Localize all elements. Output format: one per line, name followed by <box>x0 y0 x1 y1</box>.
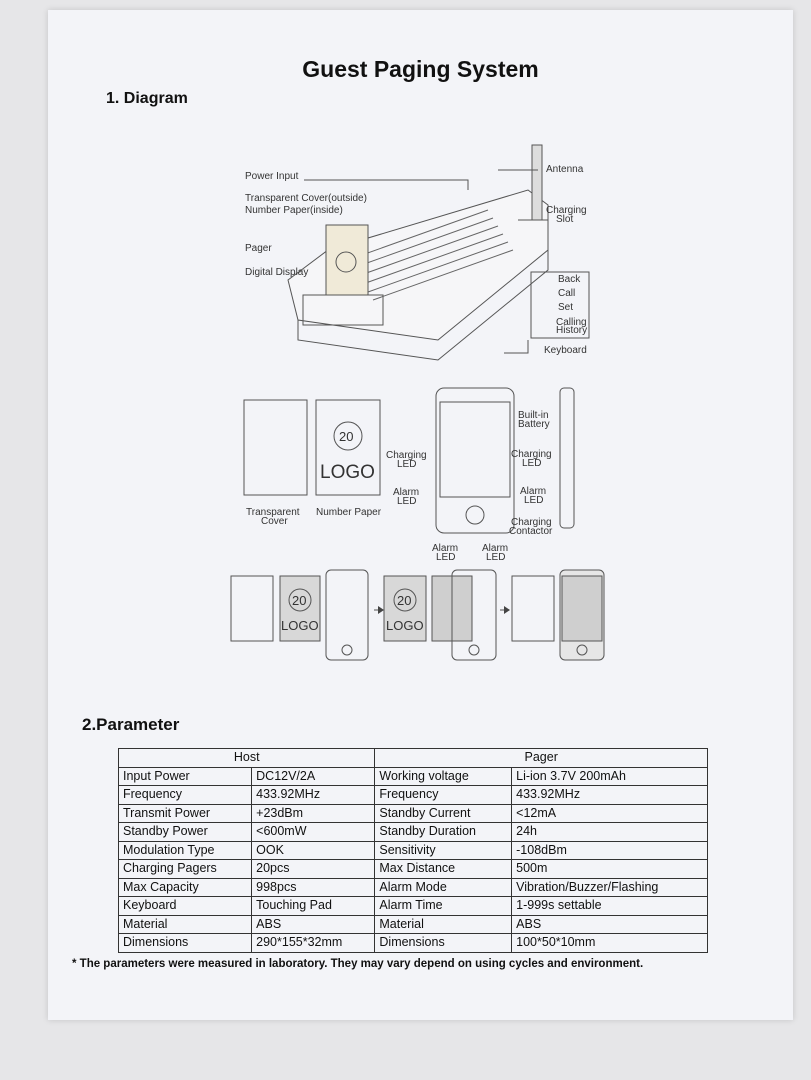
table-cell: Standby Duration <box>374 822 513 842</box>
table-cell: Material <box>117 914 253 934</box>
table-cell: 20pcs <box>251 859 376 879</box>
assembly-logo-2: LOGO <box>386 618 424 633</box>
table-cell: <600mW <box>251 822 376 842</box>
power-input-label: Power Input <box>245 171 299 182</box>
number-paper-inside-label: Number Paper(inside) <box>245 205 343 216</box>
table-cell: Modulation Type <box>117 840 253 860</box>
calling-history-label-2: History <box>556 325 587 336</box>
manual-page: Guest Paging System 1. Diagram <box>48 10 793 1020</box>
calling-history-label-1: Calling <box>556 317 587 328</box>
table-cell: Working voltage <box>374 766 513 786</box>
table-cell: Alarm Mode <box>374 877 513 897</box>
charging-led-right-2: LED <box>522 458 541 469</box>
table-cell: Frequency <box>117 785 253 805</box>
table-cell: <12mA <box>511 803 708 823</box>
table-cell: 433.92MHz <box>251 785 376 805</box>
assembly-logo-1: LOGO <box>281 618 319 633</box>
table-cell: Max Distance <box>374 859 513 879</box>
table-cell: Dimensions <box>117 933 253 953</box>
page-title: Guest Paging System <box>302 56 539 82</box>
alarm-led-bottom-3: Alarm <box>482 543 508 554</box>
table-cell: Transmit Power <box>117 803 253 823</box>
cover-outside-label: Transparent Cover(outside) <box>245 193 367 204</box>
alarm-led-left-1: Alarm <box>393 487 419 498</box>
assembly-number-2: 20 <box>397 593 411 608</box>
number-paper-label: Number Paper <box>316 507 382 518</box>
table-cell: Li-ion 3.7V 200mAh <box>511 766 708 786</box>
alarm-led-bottom-1: Alarm <box>432 543 458 554</box>
table-cell: Vibration/Buzzer/Flashing <box>511 877 708 897</box>
table-cell: 433.92MHz <box>511 785 708 805</box>
table-cell: 100*50*10mm <box>511 933 708 953</box>
table-cell: Sensitivity <box>374 840 513 860</box>
call-key-label: Call <box>558 288 575 299</box>
table-cell: Keyboard <box>117 896 253 916</box>
pager-label: Pager <box>245 243 272 254</box>
table-cell: Material <box>374 914 513 934</box>
charging-led-left-1: Charging <box>386 450 427 461</box>
number-20: 20 <box>339 429 353 444</box>
battery-label-1: Built-in <box>518 410 549 421</box>
antenna-label: Antenna <box>546 164 584 175</box>
table-cell: Standby Current <box>374 803 513 823</box>
charging-led-left-2: LED <box>397 459 416 470</box>
alarm-led-right-1: Alarm <box>520 486 546 497</box>
table-cell: Alarm Time <box>374 896 513 916</box>
table-cell: Standby Power <box>117 822 253 842</box>
footnote: * The parameters were measured in labora… <box>72 958 644 970</box>
table-cell: 500m <box>511 859 708 879</box>
table-cell: Input Power <box>117 766 253 786</box>
set-key-label: Set <box>558 302 573 313</box>
alarm-led-left-2: LED <box>397 496 416 507</box>
back-key-label: Back <box>558 274 581 285</box>
transparent-cover-label-2: Cover <box>261 516 288 527</box>
table-cell: +23dBm <box>251 803 376 823</box>
table-cell: DC12V/2A <box>251 766 376 786</box>
table-cell: 24h <box>511 822 708 842</box>
charging-contactor-label-1: Charging <box>511 517 552 528</box>
alarm-led-bottom-2: LED <box>436 552 455 563</box>
diagram-heading: 1. Diagram <box>106 90 188 107</box>
digital-display-label: Digital Display <box>245 267 308 278</box>
keyboard-label: Keyboard <box>544 345 587 356</box>
logo-text: LOGO <box>320 462 375 483</box>
alarm-led-bottom-4: LED <box>486 552 505 563</box>
table-cell: ABS <box>511 914 708 934</box>
table-cell: 1-999s settable <box>511 896 708 916</box>
alarm-led-right-2: LED <box>524 495 543 506</box>
table-cell: 998pcs <box>251 877 376 897</box>
charging-slot-label-2: Slot <box>556 214 573 225</box>
charging-led-right-1: Charging <box>511 449 552 460</box>
pager-header: Pager <box>374 748 708 768</box>
table-cell: OOK <box>251 840 376 860</box>
parameter-heading: 2.Parameter <box>82 715 180 734</box>
assembly-number-1: 20 <box>292 593 306 608</box>
table-cell: Touching Pad <box>251 896 376 916</box>
table-cell: Dimensions <box>374 933 513 953</box>
battery-label-2: Battery <box>518 419 550 430</box>
table-cell: 290*155*32mm <box>251 933 376 953</box>
table-cell: Max Capacity <box>117 877 253 897</box>
charging-contactor-label-2: Contactor <box>509 526 553 537</box>
charging-slot-label-1: Charging <box>546 205 587 216</box>
table-cell: ABS <box>251 914 376 934</box>
product-diagram: Power Input Transparent Cover(outside) N… <box>230 144 605 661</box>
table-cell: Charging Pagers <box>117 859 253 879</box>
table-cell: -108dBm <box>511 840 708 860</box>
host-header: Host <box>117 748 376 768</box>
transparent-cover-label-1: Transparent <box>246 507 300 518</box>
table-cell: Frequency <box>374 785 513 805</box>
